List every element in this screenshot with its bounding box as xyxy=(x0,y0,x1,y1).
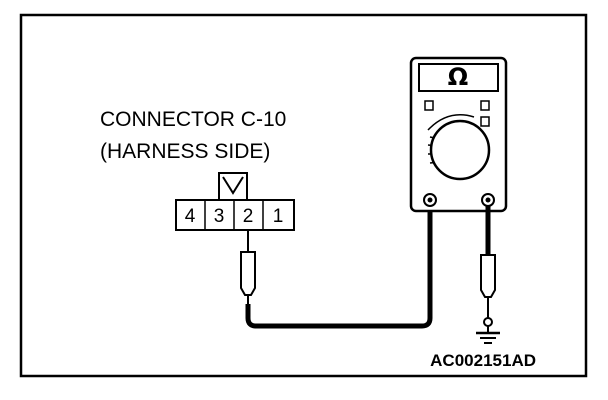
ohm-symbol: Ω xyxy=(448,63,468,91)
pin-label: 2 xyxy=(243,206,254,227)
range-marker xyxy=(480,100,490,111)
pin-label: 3 xyxy=(214,206,225,227)
ground-symbol-icon xyxy=(476,317,500,344)
range-marker xyxy=(424,100,434,111)
ground-probe-icon xyxy=(480,254,496,318)
pin-label: 4 xyxy=(185,206,196,227)
lock-tab-arrow-icon xyxy=(222,176,244,195)
meter-display xyxy=(418,63,499,92)
diagram-border xyxy=(19,13,588,378)
dial-scale-arc xyxy=(427,114,475,131)
range-marker xyxy=(480,116,490,127)
pin-label: 1 xyxy=(273,206,284,227)
figure-reference-id: AC002151AD xyxy=(430,351,536,370)
selector-dial xyxy=(429,119,491,181)
ohmmeter-icon: Ω xyxy=(409,56,508,213)
connector-housing xyxy=(175,199,295,231)
test-probe-icon xyxy=(240,230,256,305)
connector-title-line2: (HARNESS SIDE) xyxy=(100,140,270,163)
connector-title-line1: CONNECTOR C-10 xyxy=(100,108,286,131)
test-lead-wire xyxy=(245,206,433,329)
connector-c10: 4 3 2 1 xyxy=(175,172,295,231)
